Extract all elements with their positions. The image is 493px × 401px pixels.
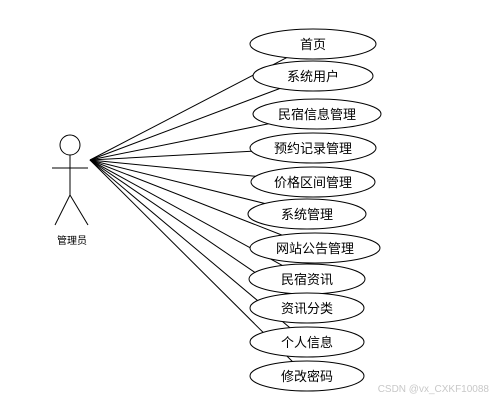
- use-case-ellipse: [252, 98, 382, 130]
- use-case: 民宿资讯: [248, 263, 366, 295]
- actor-label: 管理员: [57, 234, 87, 247]
- use-case-label: 价格区间管理: [274, 175, 352, 191]
- use-case: 首页: [249, 28, 377, 60]
- use-case-ellipse: [249, 232, 381, 264]
- use-case-label: 首页: [300, 38, 326, 53]
- actor-right-leg: [69, 194, 89, 226]
- use-case-ellipse: [247, 198, 367, 230]
- actor-left-leg: [54, 194, 71, 226]
- use-case-label: 预约记录管理: [274, 142, 352, 157]
- actor-administrator: 管理员: [52, 134, 89, 247]
- use-case: 网站公告管理: [249, 232, 381, 264]
- association-line: [89, 159, 265, 204]
- use-case: 价格区间管理: [250, 166, 376, 198]
- use-case: 预约记录管理: [249, 132, 377, 164]
- use-case: 资讯分类: [249, 292, 365, 324]
- use-case-ellipse: [249, 326, 365, 358]
- use-case: 个人信息: [249, 326, 365, 358]
- use-case-ellipse: [252, 60, 374, 92]
- association-line: [89, 150, 252, 161]
- use-case-ellipse: [249, 28, 377, 60]
- association-line: [89, 123, 269, 161]
- use-case: 民宿信息管理: [252, 98, 382, 130]
- use-case-ellipse: [249, 360, 365, 392]
- use-case-group: 首页系统用户民宿信息管理预约记录管理价格区间管理系统管理网站公告管理民宿资讯资讯…: [247, 28, 382, 392]
- use-case-label: 资讯分类: [281, 302, 333, 317]
- watermark: CSDN @vx_CXKF10088: [377, 384, 489, 395]
- use-case: 修改密码: [249, 360, 365, 392]
- association-line: [89, 159, 283, 236]
- use-case-ellipse: [249, 132, 377, 164]
- use-case-ellipse: [250, 166, 376, 198]
- use-case-label: 民宿信息管理: [278, 107, 356, 123]
- use-case-label: 系统管理: [281, 208, 333, 223]
- association-line: [89, 88, 280, 161]
- use-case-label: 民宿资讯: [281, 272, 333, 288]
- use-case-label: 系统用户: [287, 69, 339, 85]
- association-line: [89, 159, 293, 362]
- use-case: 系统用户: [252, 60, 374, 92]
- association-line: [89, 159, 256, 177]
- actor-head: [59, 134, 81, 156]
- use-case-ellipse: [249, 292, 365, 324]
- use-case-label: 网站公告管理: [276, 242, 354, 257]
- association-line: [89, 159, 287, 295]
- use-case-label: 个人信息: [281, 335, 333, 351]
- use-case: 系统管理: [247, 198, 367, 230]
- use-case-label: 修改密码: [281, 369, 333, 385]
- association-line: [89, 159, 291, 329]
- association-lines: [89, 57, 293, 362]
